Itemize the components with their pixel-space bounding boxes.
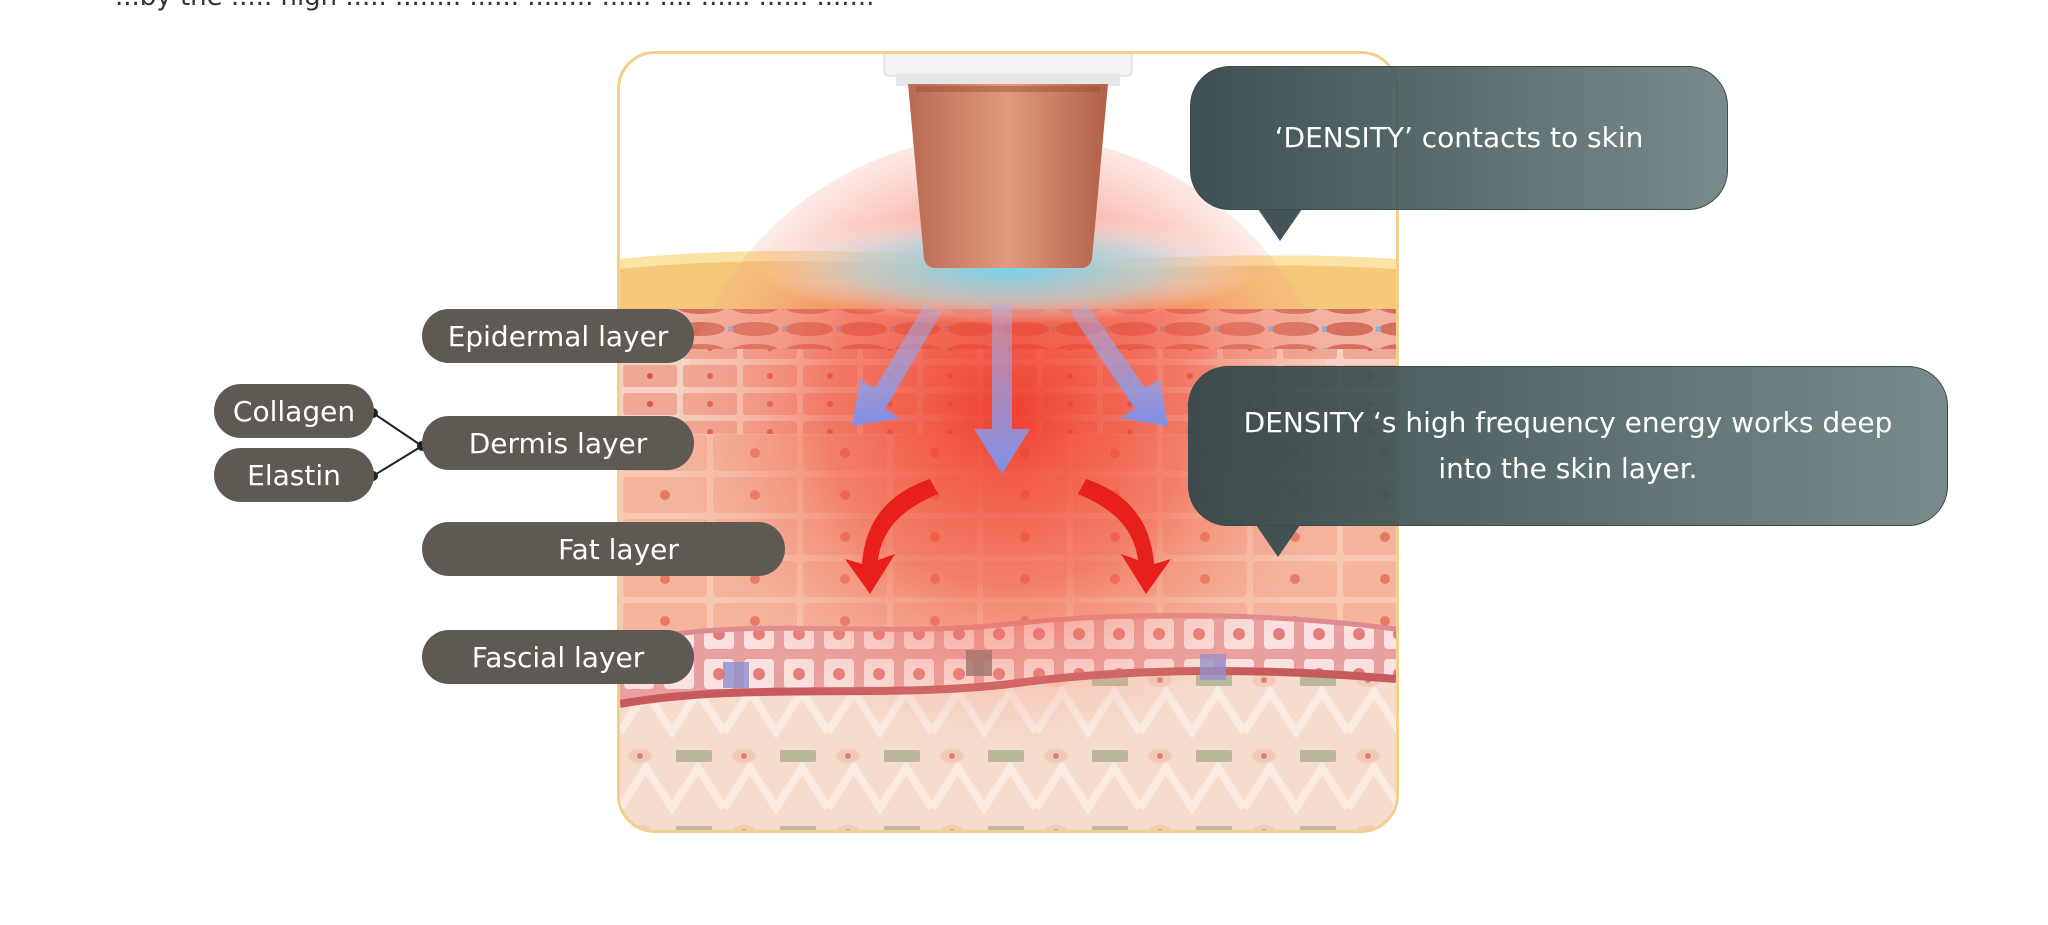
label-fat-text: Fat layer <box>558 532 679 566</box>
bubble-contact-tail <box>1258 209 1302 241</box>
label-elastin-text: Elastin <box>247 458 341 492</box>
label-dermis-layer: Dermis layer <box>422 416 694 470</box>
heat-arrow-icon <box>845 479 1171 594</box>
density-device-icon <box>883 54 1133 268</box>
bubble-energy: DENSITY ‘s high frequency energy works d… <box>1188 366 1948 526</box>
bubble-contact: ‘DENSITY’ contacts to skin <box>1190 66 1728 210</box>
label-dermis-text: Dermis layer <box>468 426 648 460</box>
label-epidermal-layer: Epidermal layer <box>422 309 694 363</box>
energy-arrow-icon <box>852 304 1168 474</box>
label-collagen-text: Collagen <box>232 394 356 428</box>
header-text: ...by the ..... high ..... ........ ....… <box>0 0 2048 12</box>
label-epidermal-text: Epidermal layer <box>447 319 669 353</box>
label-fascial-layer: Fascial layer <box>422 630 694 684</box>
label-fascial-text: Fascial layer <box>471 640 645 674</box>
bubble-energy-tail <box>1256 525 1300 557</box>
label-collagen: Collagen <box>214 384 374 438</box>
label-fat-layer: Fat layer <box>422 522 785 576</box>
bubble-energy-text: DENSITY ‘s high frequency energy works d… <box>1243 406 1893 485</box>
bubble-contact-text: ‘DENSITY’ contacts to skin <box>1274 121 1644 154</box>
label-elastin: Elastin <box>214 448 374 502</box>
